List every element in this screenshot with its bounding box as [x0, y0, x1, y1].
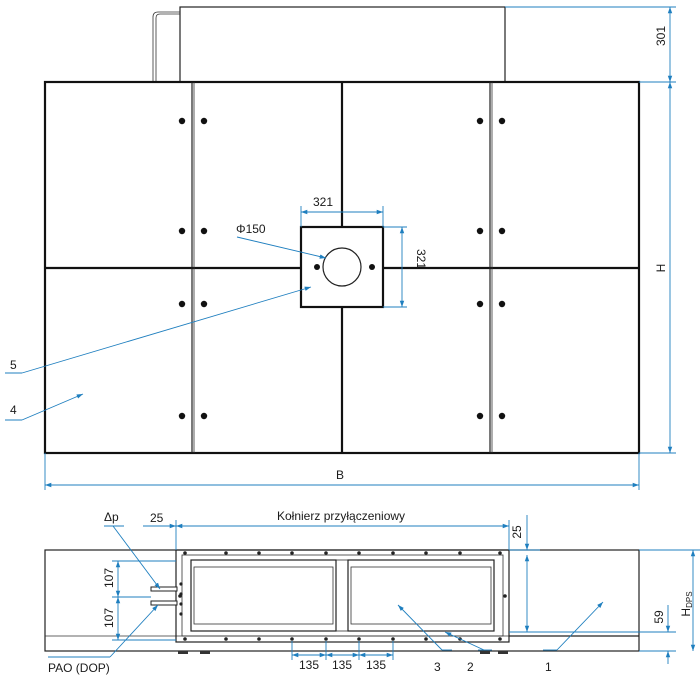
panel-bolts	[178, 117, 506, 420]
filter-cell-left	[190, 559, 337, 632]
hdps-label: H	[679, 608, 693, 617]
flange-bolts	[178, 551, 507, 641]
dim-135-a: 135	[299, 658, 319, 672]
flange-title: Kołnierz przyłączeniowy	[277, 509, 405, 523]
dim-135-b: 135	[332, 658, 352, 672]
dim-59: 59	[652, 610, 666, 624]
side-view: Kołnierz przyłączeniowy 25 25 59 HDPS 10…	[44, 509, 700, 675]
top-view: 321 321 Φ150 301 H B 5 4	[5, 6, 676, 490]
dim-width-label: B	[336, 468, 344, 482]
dim-top-height: 301	[654, 26, 668, 46]
dim-107-upper: 107	[102, 568, 116, 588]
svg-text:HDPS: HDPS	[679, 591, 694, 616]
dim-25-left: 25	[150, 511, 164, 525]
callout-1: 1	[545, 660, 552, 674]
dim-25-right: 25	[510, 525, 524, 539]
callout-4: 4	[10, 403, 17, 417]
dp-test-port	[150, 586, 178, 592]
dim-height-label: H	[654, 264, 668, 273]
pao-test-port	[150, 600, 178, 606]
filter-cell-right	[347, 559, 495, 632]
dim-135-c: 135	[366, 658, 386, 672]
callout-2: 2	[467, 660, 474, 674]
dim-hole-width: 321	[313, 195, 333, 209]
hdps-subscript: DPS	[685, 591, 694, 607]
dp-label: Δp	[104, 510, 119, 524]
handle	[152, 11, 180, 82]
callout-5: 5	[10, 358, 17, 372]
dim-hole-height: 321	[414, 249, 428, 269]
upper-housing	[179, 6, 506, 83]
dim-107-lower: 107	[102, 608, 116, 628]
dim-port-diameter: Φ150	[236, 222, 266, 236]
pao-label: PAO (DOP)	[48, 661, 110, 675]
callout-3: 3	[434, 660, 441, 674]
port-circle	[322, 247, 362, 287]
connection-flange	[175, 549, 510, 643]
